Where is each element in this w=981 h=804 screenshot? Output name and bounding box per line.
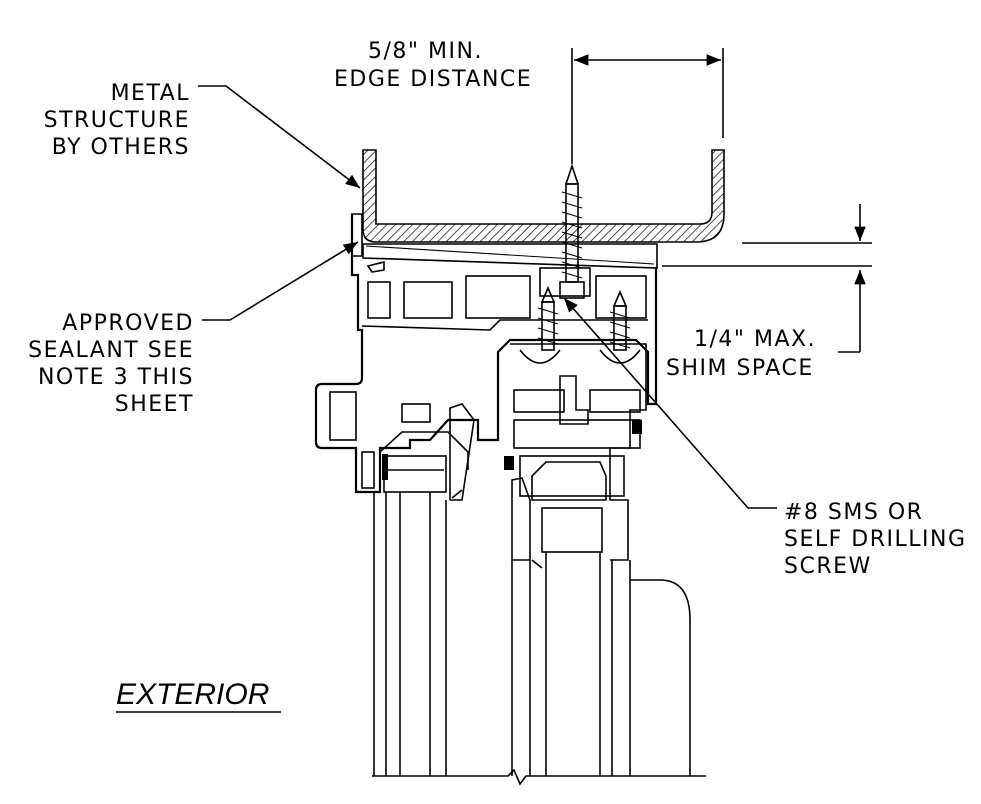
sealant-line-4: SHEET bbox=[115, 392, 194, 417]
frame-chamber-4 bbox=[595, 275, 647, 319]
shim-space-label: 1/4" MAX. SHIM SPACE bbox=[666, 327, 816, 381]
sash-right-glazing-leg bbox=[511, 477, 531, 561]
weatherstrip-left bbox=[504, 456, 514, 470]
metal-structure-label: METAL STRUCTURE BY OTHERS bbox=[44, 81, 190, 160]
shim-wedge-taper bbox=[365, 245, 655, 265]
right-setting-pin bbox=[531, 559, 543, 569]
screw-label: #8 SMS OR SELF DRILLING SCREW bbox=[784, 500, 967, 579]
metal-structure-line-2: STRUCTURE bbox=[44, 108, 190, 133]
exterior-label: EXTERIOR bbox=[116, 678, 281, 713]
frame-chamber-2 bbox=[403, 281, 453, 319]
right-screw bbox=[609, 289, 631, 351]
main-screw bbox=[559, 163, 585, 299]
handle-profile bbox=[630, 579, 691, 776]
metal-channel-section bbox=[362, 149, 725, 243]
sash-right-bead bbox=[531, 461, 607, 501]
right-screw-shank bbox=[613, 305, 627, 351]
left-screw-shank bbox=[541, 301, 555, 351]
sealant-leader bbox=[202, 241, 359, 321]
exterior-text: EXTERIOR bbox=[116, 678, 269, 711]
sash-right-chamber-1 bbox=[513, 389, 565, 413]
frame-leg bbox=[361, 451, 375, 489]
screw-boss bbox=[539, 267, 591, 297]
left-screw-threads bbox=[537, 307, 559, 345]
frame-outline bbox=[314, 214, 658, 494]
left-setting-pin bbox=[451, 489, 463, 499]
edge-distance-line-1: 5/8" MIN. bbox=[368, 39, 483, 64]
sash-right bbox=[382, 343, 647, 561]
frame-chamber-3 bbox=[465, 275, 531, 319]
screw-line-3: SCREW bbox=[784, 554, 872, 579]
metal-channel bbox=[362, 149, 725, 243]
sash-left bbox=[379, 403, 475, 501]
metal-structure-line-1: METAL bbox=[111, 81, 190, 106]
sealant-bead bbox=[351, 213, 363, 257]
break-line-symbol bbox=[372, 768, 706, 786]
glazing bbox=[373, 489, 691, 776]
sealant-label: APPROVED SEALANT SEE NOTE 3 THIS SHEET bbox=[28, 311, 194, 417]
sash-right-lower-rail bbox=[519, 455, 625, 497]
sash-left-glass-channel bbox=[383, 455, 447, 493]
shim-space-line-2: SHIM SPACE bbox=[666, 356, 814, 381]
sash-right-glass-channel bbox=[541, 507, 603, 553]
sealant-line-3: NOTE 3 THIS bbox=[38, 365, 194, 390]
frame-clip bbox=[366, 260, 385, 273]
sealant-line-1: APPROVED bbox=[62, 311, 194, 336]
main-screw-head bbox=[559, 281, 585, 299]
left-screw-tip bbox=[540, 285, 556, 303]
metal-structure-line-3: BY OTHERS bbox=[52, 135, 190, 160]
screw-seat-right bbox=[599, 349, 641, 364]
main-screw-threads bbox=[561, 191, 583, 279]
shim-wedge-outline bbox=[362, 243, 658, 269]
break-line bbox=[372, 768, 706, 786]
main-screw-tip bbox=[564, 163, 580, 185]
screw-leader bbox=[563, 297, 777, 509]
metal-structure-leader bbox=[198, 85, 361, 189]
right-screw-tip bbox=[612, 289, 628, 307]
sash-left-top bbox=[379, 431, 469, 470]
sash-left-glazing-bead bbox=[449, 403, 475, 501]
frame-chamber-1 bbox=[367, 281, 391, 319]
sash-right-tee bbox=[559, 375, 589, 425]
left-screw bbox=[537, 285, 559, 351]
edge-distance-dimension bbox=[571, 48, 724, 164]
edge-distance-line-2: EDGE DISTANCE bbox=[334, 67, 532, 92]
shim-space-line-1: 1/4" MAX. bbox=[694, 327, 816, 352]
frame-extrusion bbox=[314, 214, 658, 494]
leader-lines bbox=[198, 85, 777, 509]
sash-right-chamber-2 bbox=[589, 389, 641, 413]
frame-chamber-5 bbox=[329, 391, 357, 441]
screw-line-1: #8 SMS OR bbox=[784, 500, 923, 525]
screw-line-2: SELF DRILLING bbox=[784, 527, 967, 552]
sealant-line-2: SEALANT SEE bbox=[28, 338, 194, 363]
frame-web bbox=[361, 319, 648, 331]
screw-seat-left bbox=[519, 349, 561, 364]
sash-left-clip bbox=[401, 403, 431, 423]
weatherstrip-right bbox=[632, 420, 642, 434]
edge-distance-label: 5/8" MIN. EDGE DISTANCE bbox=[334, 39, 532, 92]
weatherstrip-frame bbox=[382, 454, 388, 480]
shim-space-dimension bbox=[662, 204, 872, 353]
right-screw-threads bbox=[609, 311, 631, 349]
